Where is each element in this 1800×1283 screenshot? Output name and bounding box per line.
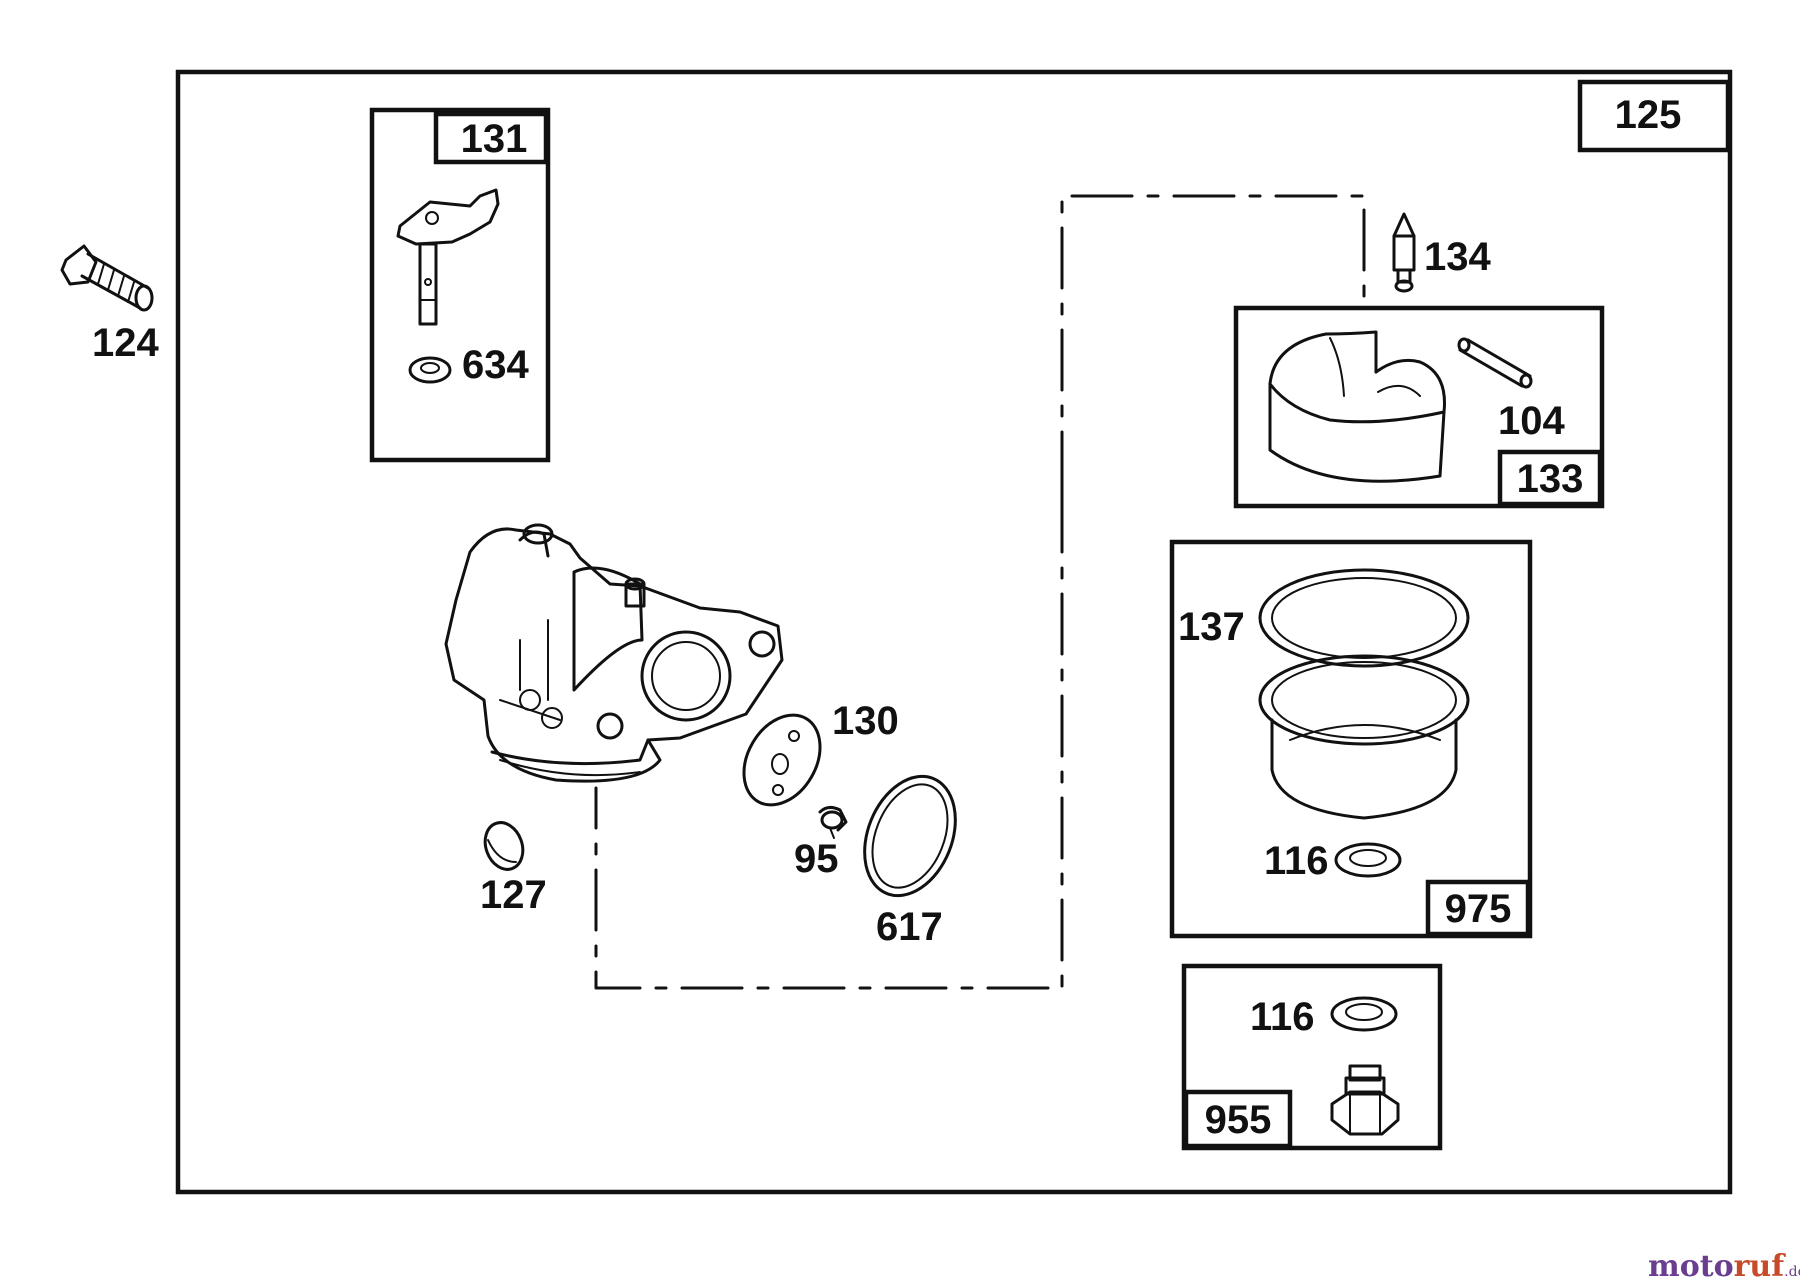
- throttle-shaft-icon: [396, 188, 500, 326]
- connector-line-top: [1060, 194, 1366, 494]
- connector-line-bottom: [594, 490, 1064, 990]
- choke-plate-icon: [742, 713, 822, 807]
- label-127: 127: [480, 873, 547, 917]
- kit-box-131: [369, 107, 551, 463]
- label-130: 130: [832, 699, 899, 743]
- label-124: 124: [92, 321, 159, 365]
- screw-icon: [818, 805, 848, 839]
- label-955: 955: [1205, 1098, 1272, 1142]
- welch-plug-icon: [483, 821, 525, 871]
- washer-icon: [1330, 996, 1398, 1032]
- label-133: 133: [1517, 457, 1584, 501]
- washer-icon: [1334, 842, 1402, 878]
- label-134: 134: [1424, 235, 1491, 279]
- label-box-975: [1425, 879, 1531, 937]
- label-box-955: [1183, 1089, 1293, 1149]
- label-box-133: [1497, 449, 1603, 507]
- label-975: 975: [1445, 887, 1512, 931]
- kit-box-975: [1169, 539, 1533, 939]
- float-icon: [1268, 330, 1446, 483]
- float-bowl-icon: [1258, 654, 1470, 820]
- label-box-131: [433, 111, 549, 165]
- label-125: 125: [1615, 93, 1682, 137]
- label-95: 95: [794, 837, 839, 881]
- label-634: 634: [462, 343, 529, 387]
- carburetor-icon: [444, 523, 784, 783]
- o-ring-icon: [863, 774, 957, 898]
- pin-icon: [1457, 337, 1533, 389]
- watermark-logo: motoruf.de: [1648, 1249, 1800, 1283]
- label-131: 131: [461, 117, 528, 161]
- label-617: 617: [876, 905, 943, 949]
- label-116: 116: [1250, 995, 1315, 1039]
- gasket-ring-icon: [1258, 568, 1470, 668]
- bolt-icon: [60, 244, 154, 312]
- main-frame: [175, 69, 1733, 1195]
- label-137: 137: [1178, 605, 1245, 649]
- label-box-125: [1577, 79, 1731, 153]
- kit-box-133: [1233, 305, 1605, 509]
- plug-bolt-icon: [1330, 1064, 1400, 1136]
- needle-icon: [1392, 212, 1416, 293]
- label-116: 116: [1264, 839, 1329, 883]
- washer-icon: [408, 356, 452, 384]
- kit-box-955: [1181, 963, 1443, 1151]
- label-104: 104: [1498, 399, 1565, 443]
